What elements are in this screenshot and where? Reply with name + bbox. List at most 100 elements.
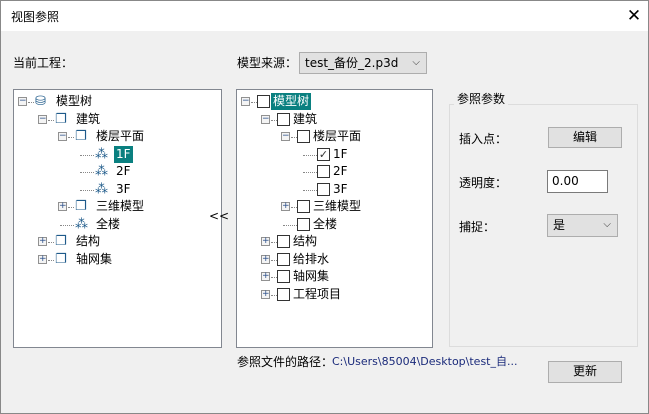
tree-item-label: 全楼	[96, 216, 121, 231]
tree-connector	[271, 277, 277, 278]
tree-connector	[28, 102, 34, 103]
tree-item[interactable]: ⁂ 全楼	[14, 216, 221, 233]
model-source-label: 模型来源：	[237, 56, 298, 70]
tree-item-label: 给排水	[293, 251, 330, 266]
tree-item-label: 楼层平面	[96, 129, 145, 143]
tree-item[interactable]: 全楼	[237, 216, 432, 233]
tree-item[interactable]: + ❐ 三维模型	[14, 198, 221, 215]
tree-connector	[271, 294, 277, 296]
tree-checkbox[interactable]: ✓	[317, 147, 330, 161]
expand-icon[interactable]: +	[38, 253, 47, 264]
tree-checkbox[interactable]	[277, 270, 290, 283]
tree-item[interactable]: ⁂ 2F	[14, 163, 221, 180]
expand-icon[interactable]: +	[38, 236, 47, 246]
collapse-icon[interactable]: −	[38, 113, 47, 124]
tree-item[interactable]: 3F	[237, 181, 432, 198]
tree-checkbox[interactable]	[317, 182, 330, 196]
reference-params-group	[449, 104, 638, 347]
tree-item-label: 三维模型	[96, 199, 145, 213]
tree-item[interactable]: ⁂1F	[14, 145, 221, 163]
expand-icon[interactable]: +	[261, 253, 270, 264]
tree-item[interactable]: +❐结构	[14, 233, 221, 250]
expand-icon[interactable]: +	[261, 271, 270, 281]
tree-item[interactable]: ✓1F	[237, 146, 432, 163]
title-bar: 视图参照 ✕	[1, 1, 648, 31]
tree-item[interactable]: 2F	[237, 163, 432, 180]
collapse-icon[interactable]: −	[241, 96, 250, 106]
project-tree[interactable]: −⛁模型树−❐建筑−❐楼层平面⁂1F⁂2F⁂3F+❐三维模型⁂全楼+❐结构+❐轴…	[13, 89, 222, 348]
tree-item-label: 结构	[293, 234, 318, 248]
tree-checkbox[interactable]	[277, 252, 290, 266]
opacity-input[interactable]: 0.00	[547, 170, 608, 193]
cubes-icon: ⁂	[95, 164, 108, 179]
tree-item[interactable]: + 结构	[237, 233, 432, 250]
collapse-icon[interactable]: −	[281, 131, 290, 141]
tree-checkbox[interactable]	[257, 95, 270, 108]
window-title: 视图参照	[11, 10, 60, 24]
tree-connector	[60, 224, 74, 226]
model-source-value: test_备份_2.p3d	[305, 56, 399, 70]
current-project-label: 当前工程：	[13, 56, 74, 70]
folder-stack-icon: ❐	[75, 199, 87, 214]
edit-button[interactable]: 编辑	[548, 127, 622, 148]
tree-item[interactable]: −模型树	[237, 93, 432, 110]
expand-icon[interactable]: +	[58, 201, 67, 211]
tree-item[interactable]: − 建筑	[237, 111, 432, 128]
snap-select[interactable]: 是 ⌵	[547, 214, 618, 237]
tree-item-label: 建筑	[293, 111, 318, 126]
snap-value: 是	[553, 218, 566, 232]
tree-item-label: 3F	[333, 181, 348, 196]
tree-item[interactable]: −❐ 建筑	[14, 111, 221, 128]
tree-connector	[80, 154, 94, 156]
tree-item-label: 3F	[116, 181, 131, 196]
tree-checkbox[interactable]	[297, 130, 310, 143]
collapse-icon[interactable]: −	[58, 131, 67, 141]
tree-item[interactable]: +❐轴网集	[14, 251, 221, 268]
tree-checkbox[interactable]	[277, 235, 290, 248]
tree-item-label: 建筑	[76, 111, 101, 126]
expand-icon[interactable]: +	[261, 288, 270, 299]
tree-checkbox[interactable]	[297, 217, 310, 231]
tree-item[interactable]: −⛁模型树	[14, 93, 221, 110]
tree-item-label: 2F	[116, 164, 131, 178]
folder-stack-icon: ❐	[55, 251, 67, 267]
tree-item-label: 轴网集	[293, 269, 330, 283]
tree-checkbox[interactable]	[297, 200, 310, 213]
tree-item[interactable]: +工程项目	[237, 286, 432, 303]
tree-item[interactable]: +三维模型	[237, 198, 432, 215]
tree-item[interactable]: + 给排水	[237, 251, 432, 268]
expand-icon[interactable]: +	[261, 236, 270, 246]
snap-label: 捕捉：	[459, 220, 496, 234]
expand-icon[interactable]: +	[281, 201, 290, 211]
chevron-down-icon: ⌵	[603, 219, 611, 230]
collapse-icon[interactable]: −	[261, 113, 270, 124]
path-label: 参照文件的路径：	[237, 355, 334, 369]
tree-checkbox[interactable]	[277, 112, 290, 126]
tree-connector	[271, 119, 277, 121]
tree-item[interactable]: + 轴网集	[237, 268, 432, 285]
tree-item[interactable]: −楼层平面	[237, 128, 432, 145]
tree-connector	[48, 119, 54, 121]
collapse-icon[interactable]: −	[18, 96, 27, 106]
tree-connector	[291, 207, 297, 208]
reference-params-title: 参照参数	[454, 90, 509, 107]
tree-item[interactable]: ⁂ 3F	[14, 181, 221, 198]
folder-stack-icon: ❐	[55, 111, 67, 127]
tree-item-label: 1F	[333, 146, 348, 161]
add-reference-button[interactable]: <<	[209, 209, 230, 223]
tree-item-label: 全楼	[313, 216, 338, 231]
folder-stack-icon: ❐	[75, 129, 87, 144]
model-source-select[interactable]: test_备份_2.p3d ⌵	[299, 52, 427, 74]
tree-item[interactable]: −❐ 楼层平面	[14, 128, 221, 145]
update-button[interactable]: 更新	[548, 361, 622, 383]
tree-checkbox[interactable]	[317, 165, 330, 178]
tree-item-label: 2F	[333, 164, 348, 178]
cubes-icon: ⁂	[75, 216, 88, 232]
tree-checkbox[interactable]	[277, 287, 290, 301]
tree-item-label: 模型树	[56, 94, 93, 108]
close-icon[interactable]: ✕	[626, 6, 642, 26]
cubes-icon: ⁂	[95, 181, 108, 197]
tree-connector	[271, 259, 277, 261]
